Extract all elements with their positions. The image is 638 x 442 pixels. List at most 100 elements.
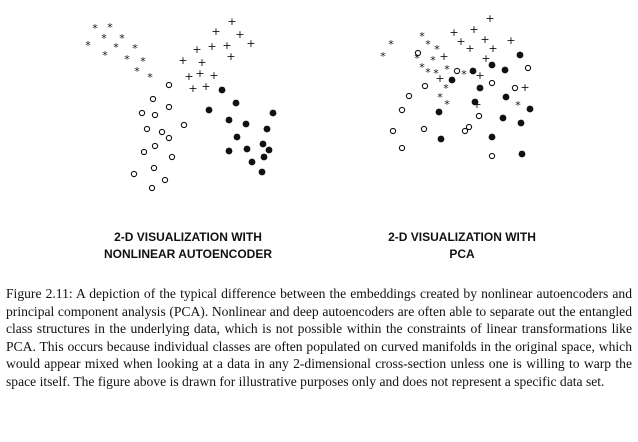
asterisk-marker: *: [437, 91, 443, 104]
open-circle-marker: [389, 127, 397, 135]
panel-label-line: 2-D VISUALIZATION WITH: [388, 230, 536, 244]
asterisk-marker: *: [102, 49, 108, 62]
caption-label: Figure 2.11:: [6, 286, 73, 301]
plus-marker: +: [192, 43, 201, 56]
filled-circle-marker: [499, 114, 507, 122]
asterisk-marker: *: [124, 53, 130, 66]
filled-circle-marker: [260, 153, 268, 161]
panel-label-line: 2-D VISUALIZATION WITH: [114, 230, 262, 244]
filled-circle-marker: [233, 133, 241, 141]
filled-circle-marker: [488, 61, 496, 69]
plus-marker: +: [246, 37, 255, 50]
asterisk-marker: *: [107, 21, 113, 34]
asterisk-marker: *: [140, 55, 146, 68]
open-circle-marker: [488, 79, 496, 87]
asterisk-marker: *: [85, 39, 91, 52]
open-circle-marker: [165, 81, 173, 89]
plus-marker: +: [188, 82, 197, 95]
open-circle-marker: [130, 170, 138, 178]
open-circle-marker: [421, 82, 429, 90]
filled-circle-marker: [526, 105, 534, 113]
open-circle-marker: [420, 125, 428, 133]
filled-circle-marker: [269, 109, 277, 117]
filled-circle-marker: [471, 98, 479, 106]
plus-marker: +: [184, 70, 193, 83]
filled-circle-marker: [258, 168, 266, 176]
open-circle-marker: [488, 152, 496, 160]
asterisk-marker: *: [515, 99, 521, 112]
open-circle-marker: [158, 128, 166, 136]
plus-marker: +: [195, 67, 204, 80]
filled-circle-marker: [469, 67, 477, 75]
figure-illustration: ************+++++++++++++++ ************…: [85, 12, 534, 192]
asterisk-marker: *: [132, 42, 138, 55]
filled-circle-marker: [225, 147, 233, 155]
plus-marker: +: [488, 42, 497, 55]
plus-marker: +: [201, 80, 210, 93]
plus-marker: +: [439, 50, 448, 63]
open-circle-marker: [180, 121, 188, 129]
open-circle-marker: [148, 184, 156, 192]
plus-marker: +: [480, 33, 489, 46]
asterisk-marker: *: [414, 52, 420, 65]
asterisk-marker: *: [425, 66, 431, 79]
filled-circle-marker: [205, 106, 213, 114]
plus-marker: +: [222, 39, 231, 52]
asterisk-marker: *: [134, 65, 140, 78]
asterisk-marker: *: [444, 98, 450, 111]
asterisk-marker: *: [461, 68, 467, 81]
asterisk-marker: *: [443, 82, 449, 95]
panel-label-line: PCA: [449, 247, 475, 261]
filled-circle-marker: [448, 76, 456, 84]
plus-marker: +: [207, 40, 216, 53]
open-circle-marker: [151, 111, 159, 119]
asterisk-marker: *: [92, 22, 98, 35]
filled-circle-marker: [517, 119, 525, 127]
filled-circle-marker: [518, 150, 526, 158]
filled-circle-marker: [265, 146, 273, 154]
open-circle-marker: [398, 144, 406, 152]
scatter-panel-autoencoder: ************+++++++++++++++: [85, 15, 277, 192]
asterisk-marker: *: [119, 32, 125, 45]
asterisk-marker: *: [433, 67, 439, 80]
plus-marker: +: [227, 15, 236, 28]
open-circle-marker: [151, 142, 159, 150]
open-circle-marker: [150, 164, 158, 172]
plus-marker: +: [235, 28, 244, 41]
plus-marker: +: [506, 34, 515, 47]
plus-marker: +: [475, 69, 484, 82]
filled-circle-marker: [263, 125, 271, 133]
open-circle-marker: [168, 153, 176, 161]
filled-circle-marker: [242, 120, 250, 128]
open-circle-marker: [453, 67, 461, 75]
open-circle-marker: [475, 112, 483, 120]
asterisk-marker: *: [444, 63, 450, 76]
plus-marker: +: [469, 23, 478, 36]
panel-label-autoencoder: 2-D VISUALIZATION WITH NONLINEAR AUTOENC…: [80, 229, 296, 263]
plus-marker: +: [520, 81, 529, 94]
filled-circle-marker: [225, 116, 233, 124]
open-circle-marker: [405, 92, 413, 100]
plus-marker: +: [485, 12, 494, 25]
plus-marker: +: [226, 50, 235, 63]
plus-marker: +: [465, 42, 474, 55]
open-circle-marker: [524, 64, 532, 72]
open-circle-marker: [461, 127, 469, 135]
filled-circle-marker: [437, 135, 445, 143]
filled-circle-marker: [218, 86, 226, 94]
asterisk-marker: *: [388, 38, 394, 51]
panel-label-pca: 2-D VISUALIZATION WITH PCA: [354, 229, 570, 263]
plus-marker: +: [449, 26, 458, 39]
filled-circle-marker: [476, 84, 484, 92]
asterisk-marker: *: [419, 61, 425, 74]
plus-marker: +: [211, 25, 220, 38]
open-circle-marker: [149, 95, 157, 103]
asterisk-marker: *: [425, 38, 431, 51]
open-circle-marker: [511, 84, 519, 92]
open-circle-marker: [165, 103, 173, 111]
scatter-panel-pca: ****************++++++++++++++: [380, 12, 534, 160]
asterisk-marker: *: [419, 30, 425, 43]
asterisk-marker: *: [147, 71, 153, 84]
plus-marker: +: [435, 72, 444, 85]
open-circle-marker: [138, 109, 146, 117]
